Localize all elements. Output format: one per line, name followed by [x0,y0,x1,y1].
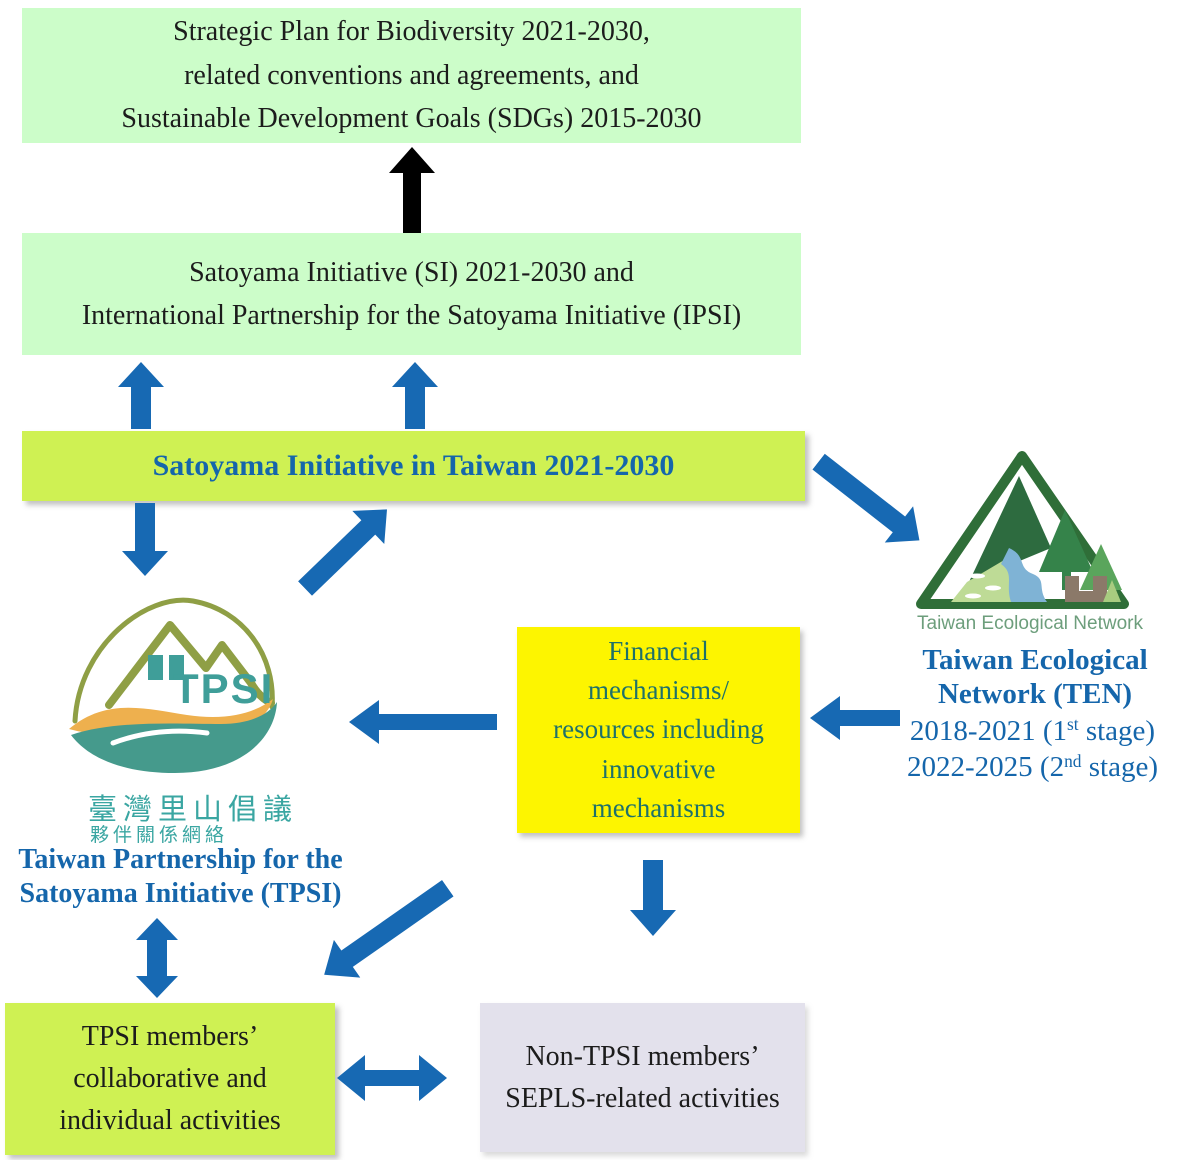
tpsi-wordmark: TPSI [173,665,275,712]
down-arrow-to-tpsi [122,503,168,576]
strategic-plan-box: Strategic Plan for Biodiversity 2021-203… [22,8,801,143]
ten-stage1: 2018-2021 (1st stage) [909,714,1156,747]
diagonal-down-left-arrow [311,869,461,993]
left-arrow-ten-to-financial [810,696,900,740]
tpsi-logo [55,583,285,793]
si-taiwan-box: Satoyama Initiative in Taiwan 2021-2030 [22,431,805,501]
left-arrow-financial-to-tpsi [349,700,497,744]
si-ipsi-box: Satoyama Initiative (SI) 2021-2030 and I… [22,233,801,355]
double-horizontal-arrow [337,1055,447,1101]
black-up-arrow [389,147,435,233]
ten-logo [915,450,1130,610]
tpsi-title: Taiwan Partnership for the Satoyama Init… [18,844,343,909]
up-arrow-middle [392,362,438,429]
diagonal-down-right-arrow [804,443,933,558]
ten-logo-triangle-icon [916,451,1129,609]
tpsi-chinese-subname: 夥伴關係網絡 [90,824,229,846]
tpsi-members-box: TPSI members’ collaborative and individu… [5,1003,335,1155]
ten-title: Taiwan Ecological Network (TEN) [922,644,1148,711]
tpsi-logo-icon [69,597,277,773]
down-arrow-from-financial [630,860,676,936]
up-arrow-left [118,362,164,429]
non-tpsi-members-box: Non-TPSI members’ SEPLS-related activiti… [480,1003,805,1152]
double-vertical-arrow [134,918,180,998]
tpsi-chinese-name: 臺灣里山倡議 [88,792,299,826]
ten-stages: 2018-2021 (1st stage) 2022-2025 (2nd sta… [880,713,1185,786]
financial-box: Financial mechanisms/ resources includin… [517,627,800,833]
ten-logo-caption: Taiwan Ecological Network [917,613,1143,634]
diagonal-up-right-arrow [289,493,403,605]
ten-stage2: 2022-2025 (2nd stage) [907,750,1158,784]
